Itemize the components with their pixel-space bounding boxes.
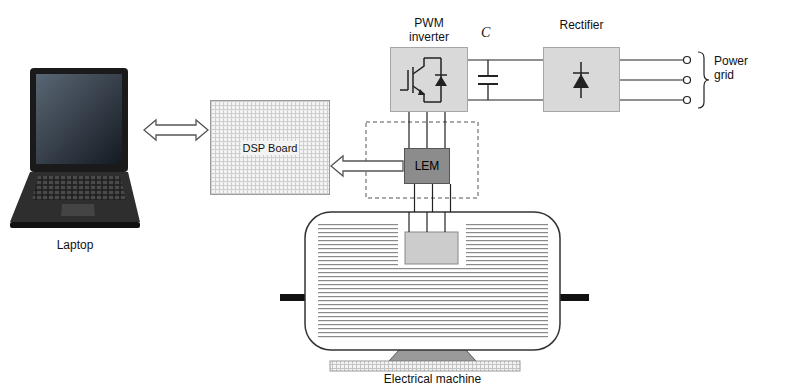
node-label: DSP Board	[241, 141, 300, 155]
freewheel-diode	[435, 76, 447, 86]
node-label: LEM	[413, 159, 442, 173]
igbt-symbol	[400, 58, 447, 102]
rectifier-diode	[573, 62, 589, 98]
igbt-emitter-arrow	[418, 89, 425, 95]
node-label: Electrical machine	[384, 372, 481, 386]
power-wire	[415, 184, 451, 212]
node-label: PWM inverter	[397, 16, 461, 44]
grid-wires	[620, 57, 691, 104]
dsp-board: DSP Board	[210, 100, 330, 195]
pwm-inverter-box: PWM inverter	[390, 47, 468, 112]
rectifier-box: Rectifier	[543, 47, 620, 112]
laptop-icon	[10, 68, 140, 228]
capacitor-label: C	[481, 26, 490, 40]
grid-brace	[698, 52, 709, 108]
node-label: Laptop	[57, 238, 94, 252]
machine-drawing	[280, 212, 589, 371]
inverter-fill	[390, 47, 468, 112]
lem-current-sensor: LEM	[404, 148, 450, 184]
power-wire	[409, 112, 445, 148]
laptop: Laptop	[8, 68, 142, 228]
node-label: Rectifier	[559, 18, 603, 32]
power-wire	[468, 60, 543, 100]
capacitor-symbol	[478, 60, 498, 100]
data-link-arrow	[331, 156, 403, 176]
sensor-enclosure	[366, 122, 478, 198]
electrical-machine: Electrical machine	[305, 212, 560, 350]
rectifier-diode-body	[573, 74, 589, 88]
power-grid-label: Power grid	[714, 54, 758, 82]
data-link-arrow	[144, 120, 208, 140]
rectifier-fill	[543, 47, 620, 112]
